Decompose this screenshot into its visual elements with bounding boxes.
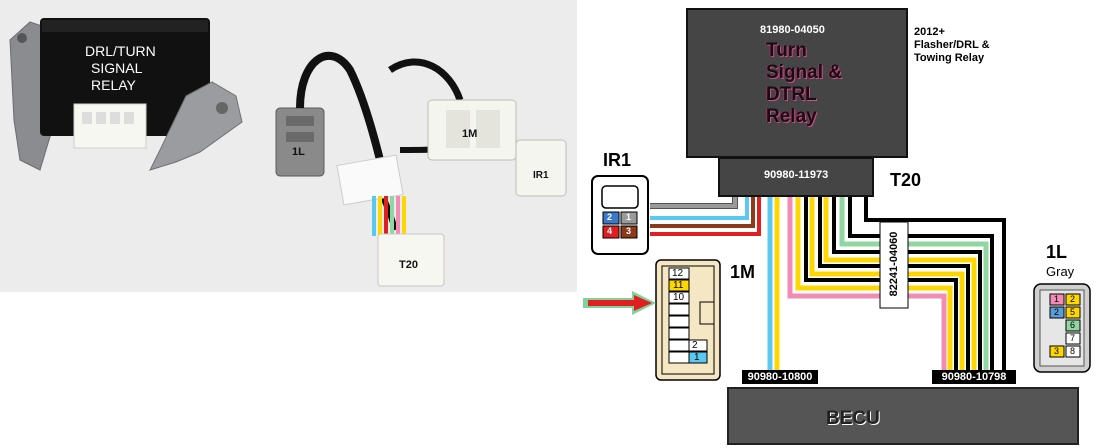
- relay-note-line: Flasher/DRL &: [914, 39, 990, 51]
- 1m-pin: 1: [694, 352, 700, 363]
- 1l-label: 1L: [1046, 242, 1068, 262]
- t20-label: T20: [890, 170, 922, 190]
- ir1-wires: [650, 196, 761, 236]
- photo-relay-label-line: SIGNAL: [91, 60, 143, 76]
- 1l-pin: 2: [1054, 307, 1060, 317]
- pin-10-arrow: [583, 291, 656, 315]
- t20-connector: 90980-11973: [718, 157, 874, 197]
- 1m-pin: 10: [673, 292, 685, 303]
- 1m-label: 1M: [730, 262, 756, 282]
- photo-relay-label: DRL/TURN SIGNAL RELAY: [85, 43, 156, 94]
- 1m-connector: [655, 259, 721, 381]
- relay-note: 2012+ Flasher/DRL & Towing Relay: [914, 26, 990, 65]
- relay-note-line: 2012+: [914, 26, 945, 38]
- becu-box: [727, 387, 1079, 445]
- ir1-pin: 4: [607, 226, 613, 236]
- ir1-pin: 2: [607, 212, 613, 222]
- product-photo: DRL/TURN SIGNAL RELAY 1L 1M IR1 T20: [0, 0, 577, 292]
- ir1-connector: [591, 175, 649, 255]
- harness-label-box: [879, 221, 909, 309]
- relay-title-line: Turn: [766, 40, 807, 61]
- photo-label-1m: 1M: [462, 128, 478, 140]
- relay-title-line: Signal &: [766, 62, 843, 83]
- 1m-pin: 12: [672, 268, 684, 279]
- photo-relay-label-line: RELAY: [91, 77, 136, 93]
- relay-title: Turn Signal & DTRL Relay: [766, 40, 842, 128]
- photo-relay-label-line: DRL/TURN: [85, 43, 156, 59]
- 1l-connector: [1033, 283, 1091, 373]
- photo-illustration: [0, 0, 577, 292]
- 1l-color-label: Gray: [1046, 264, 1075, 279]
- 1m-pin: 2: [692, 340, 698, 351]
- turn-signal-relay: 81980-04050 Turn Signal & DTRL Relay: [686, 8, 908, 158]
- relay-part-number: 81980-04050: [760, 24, 825, 36]
- 1l-pin: 8: [1070, 346, 1076, 356]
- harness-part-number: 82241-04060: [888, 231, 900, 297]
- 1l-pin: 6: [1070, 320, 1076, 330]
- becu-left-part-number: 90980-10800: [742, 370, 818, 384]
- relay-title-line: Relay: [766, 106, 817, 127]
- 1l-pin: 5: [1070, 307, 1076, 317]
- ir1-pin: 1: [626, 212, 632, 222]
- ir1-pin: 3: [626, 226, 632, 236]
- 1m-pin: 11: [673, 280, 684, 291]
- photo-label-t20: T20: [399, 259, 418, 271]
- becu-right-part-number: 90980-10798: [932, 370, 1016, 384]
- relay-note-line: Towing Relay: [914, 52, 985, 64]
- becu-left-wires: [767, 196, 780, 374]
- relay-title-line: DTRL: [766, 84, 817, 105]
- photo-label-ir1: IR1: [533, 170, 549, 181]
- 1l-pin: 3: [1054, 346, 1060, 356]
- 1l-pin: 7: [1070, 333, 1076, 343]
- becu-label: BECU: [826, 408, 880, 429]
- photo-label-1l: 1L: [292, 146, 305, 158]
- 1l-pin: 2: [1070, 294, 1076, 304]
- 1l-pin: 1: [1054, 294, 1060, 304]
- ir1-label: IR1: [603, 150, 632, 170]
- t20-part-number: 90980-11973: [764, 169, 829, 181]
